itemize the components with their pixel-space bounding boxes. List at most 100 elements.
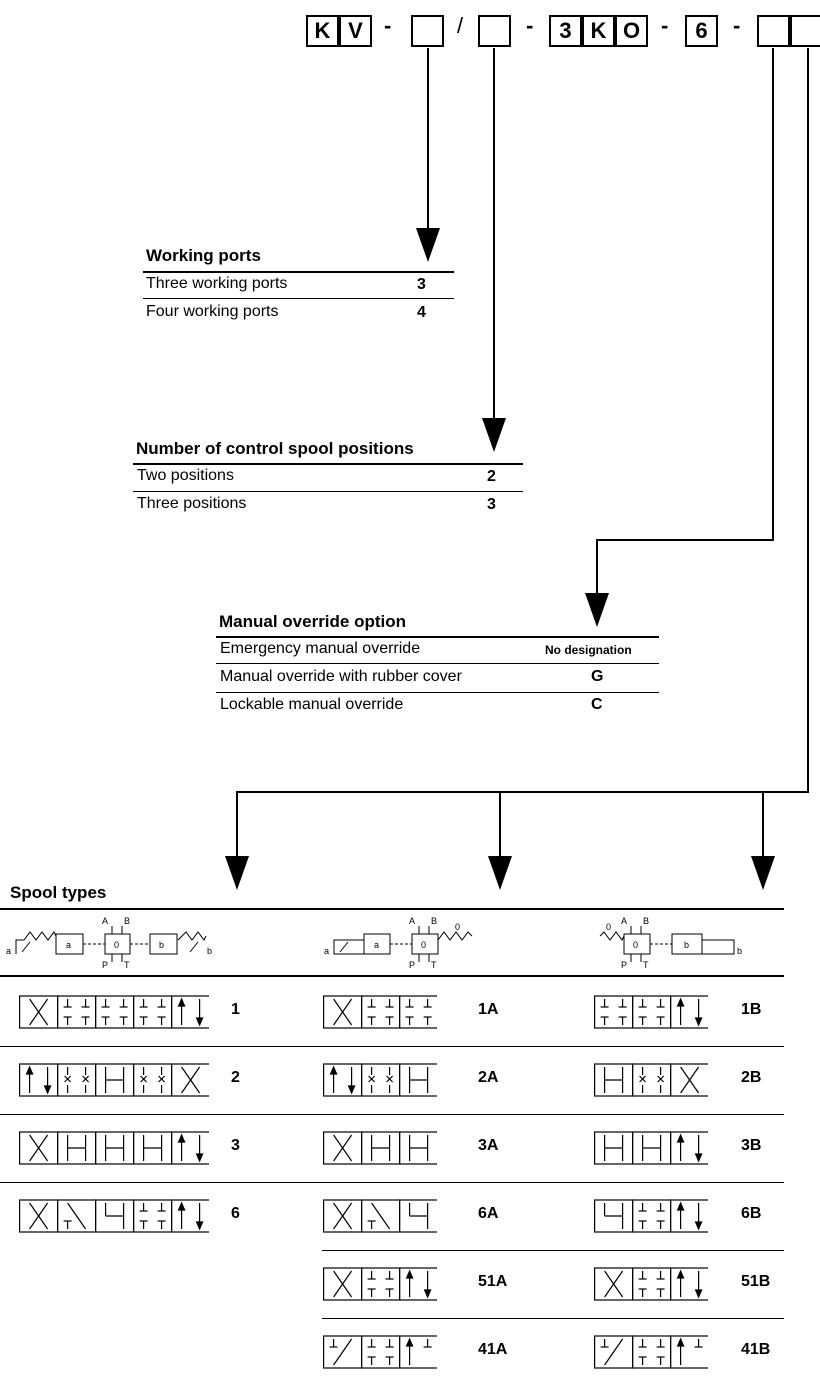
spool-positions-row-value: 2 (487, 468, 496, 485)
code-box-3: 3 (549, 15, 582, 47)
code-box-working-ports (411, 15, 444, 47)
spool-header-symbol-col1: a a 0 b b A B P T (6, 916, 212, 968)
svg-text:T: T (124, 960, 130, 968)
code-box-spool-type (790, 15, 820, 47)
svg-text:P: P (409, 960, 415, 968)
arrow-head-spool-col3 (751, 856, 775, 890)
manual-override-title: Manual override option (219, 612, 407, 631)
svg-text:0: 0 (606, 922, 611, 932)
spool-code-3b: 3B (741, 1137, 762, 1154)
working-ports-title: Working ports (146, 246, 261, 265)
svg-text:A: A (102, 916, 108, 926)
spool-code-6b: 6B (741, 1205, 762, 1222)
spool-symbol-6b (594, 1199, 708, 1233)
divider (0, 975, 784, 977)
manual-override-row-value: G (591, 668, 604, 685)
spool-code-1b: 1B (741, 1001, 762, 1018)
spool-symbol-1a (323, 995, 437, 1029)
divider (143, 298, 454, 299)
svg-text:a: a (6, 946, 11, 956)
svg-text:b: b (684, 940, 689, 950)
spool-code-1: 1 (231, 1001, 240, 1018)
spool-symbol-1b (594, 995, 708, 1029)
svg-text:b: b (159, 940, 164, 950)
svg-text:T: T (431, 960, 437, 968)
spool-symbol-6 (19, 1199, 209, 1233)
svg-text:P: P (102, 960, 108, 968)
spool-symbol-51a (323, 1267, 437, 1301)
spool-symbol-41b (594, 1335, 708, 1369)
working-ports-row-label: Three working ports (146, 275, 288, 292)
svg-text:P: P (621, 960, 627, 968)
code-box-override (757, 15, 790, 47)
spool-positions-title: Number of control spool positions (136, 439, 414, 458)
spool-positions-row-label: Three positions (137, 495, 247, 512)
divider (322, 1250, 784, 1251)
divider (133, 491, 523, 492)
divider (216, 692, 659, 693)
manual-override-row-label: Lockable manual override (220, 696, 404, 713)
spool-code-6: 6 (231, 1205, 240, 1222)
divider (216, 636, 659, 638)
svg-text:a: a (324, 946, 329, 956)
spool-code-51b: 51B (741, 1273, 771, 1290)
spool-code-51a: 51A (478, 1273, 508, 1290)
svg-text:B: B (124, 916, 130, 926)
code-box-6: 6 (685, 15, 718, 47)
svg-text:B: B (643, 916, 649, 926)
divider (322, 1318, 784, 1319)
working-ports-row-value: 4 (417, 304, 426, 321)
spool-types-title: Spool types (10, 883, 107, 902)
spool-code-41a: 41A (478, 1341, 508, 1358)
svg-text:a: a (374, 940, 379, 950)
code-box-k: K (306, 15, 339, 47)
svg-text:B: B (431, 916, 437, 926)
divider (0, 1046, 784, 1047)
svg-text:b: b (207, 946, 212, 956)
spool-code-2: 2 (231, 1069, 240, 1086)
spool-header-symbol-col2: a a 0 0 A B P T (324, 916, 473, 968)
svg-text:b: b (737, 946, 742, 956)
spool-symbol-2b (594, 1063, 708, 1097)
spool-symbol-41a (323, 1335, 437, 1369)
spool-symbol-2a (323, 1063, 437, 1097)
spool-header-symbol-col3: 0 0 b b A B P T (599, 916, 742, 968)
code-box-spool-positions (478, 15, 511, 47)
spool-symbol-3 (19, 1131, 209, 1165)
manual-override-row-label: Manual override with rubber cover (220, 668, 462, 685)
arrow-head-manual-override (585, 593, 609, 627)
code-separator-slash: / (457, 13, 464, 38)
manual-override-row-value: C (591, 696, 603, 713)
spool-symbol-51b (594, 1267, 708, 1301)
arrow-head-spool-positions (482, 418, 506, 452)
divider (0, 1114, 784, 1115)
divider (0, 908, 784, 910)
spool-code-2a: 2A (478, 1069, 499, 1086)
code-separator: - (733, 13, 741, 38)
svg-text:T: T (643, 960, 649, 968)
spool-symbol-2 (19, 1063, 209, 1097)
spool-positions-row-label: Two positions (137, 467, 234, 484)
code-box-k2: K (582, 15, 615, 47)
spool-positions-row-value: 3 (487, 496, 496, 513)
divider (133, 463, 523, 465)
svg-text:A: A (621, 916, 627, 926)
svg-text:0: 0 (114, 940, 119, 950)
code-separator: - (661, 13, 669, 38)
code-separator: - (526, 13, 534, 38)
spool-code-6a: 6A (478, 1205, 499, 1222)
divider (143, 271, 454, 273)
arrow-head-working-ports (416, 228, 440, 262)
manual-override-row-value: No designation (545, 643, 632, 657)
spool-symbol-3a (323, 1131, 437, 1165)
code-separator: - (384, 13, 392, 38)
spool-code-3a: 3A (478, 1137, 499, 1154)
manual-override-row-label: Emergency manual override (220, 640, 421, 657)
svg-text:a: a (66, 940, 71, 950)
spool-symbol-1 (19, 995, 209, 1029)
code-box-o: O (615, 15, 648, 47)
code-box-v: V (339, 15, 372, 47)
spool-code-3: 3 (231, 1137, 240, 1154)
